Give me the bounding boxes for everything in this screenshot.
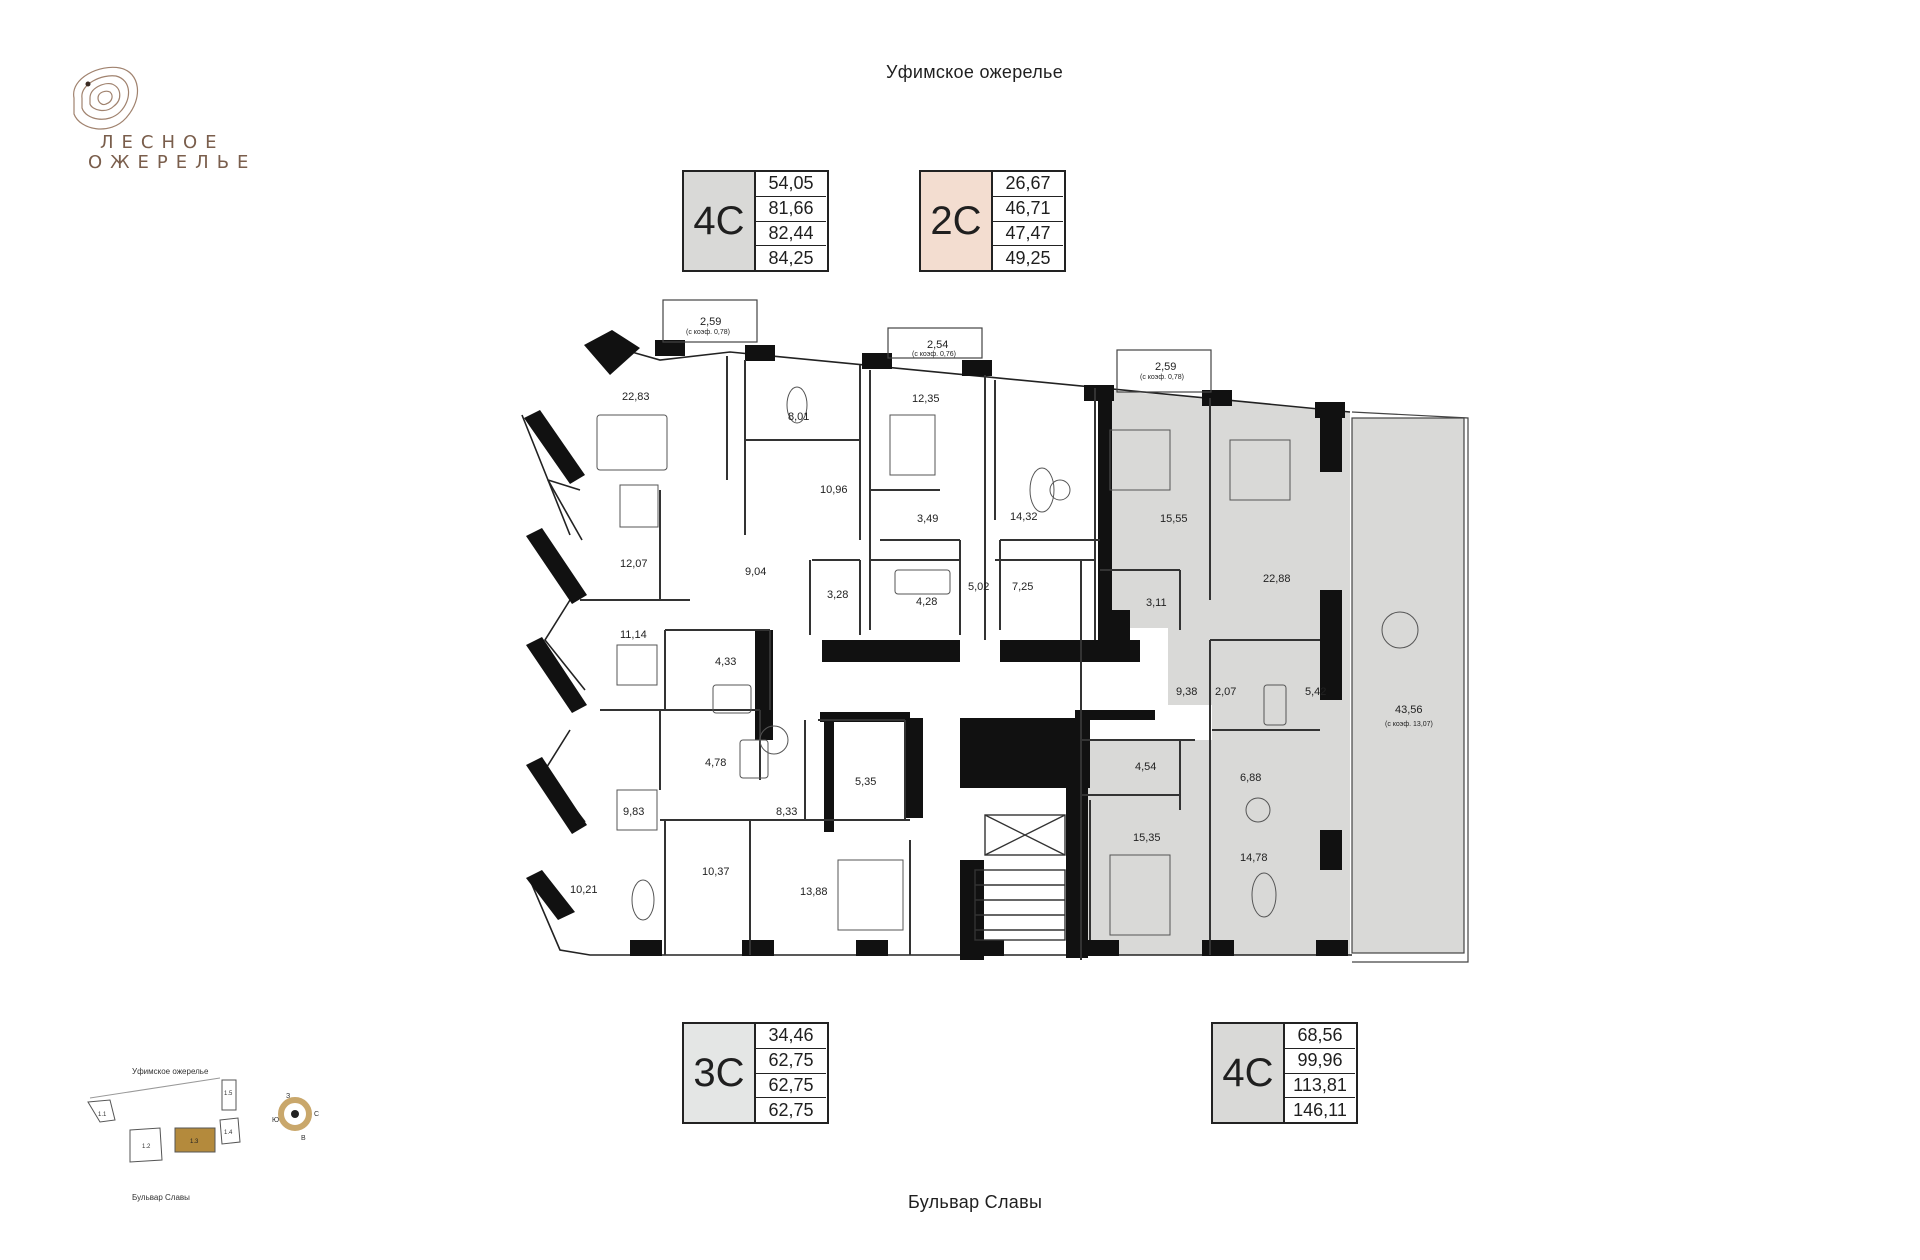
street-label-bottom: Бульвар Славы: [908, 1192, 1043, 1212]
apartment-area: 49,25: [1005, 247, 1051, 268]
room-label: 3,49: [917, 513, 938, 525]
room-label: 9,83: [623, 806, 644, 818]
apartment-card-4c-bottom[interactable]: 4С 68,56 99,96 113,81 146,11: [1211, 1022, 1358, 1124]
room-label: 10,21: [570, 884, 598, 896]
room-label: 15,35: [1133, 832, 1161, 844]
keymap-section: 1.2: [142, 1144, 151, 1150]
balcony[interactable]: [662, 299, 1212, 393]
apartment-card-3c[interactable]: 3С 34,46 62,75 62,75 62,75: [682, 1022, 829, 1124]
room-label: 6,88: [1240, 772, 1261, 784]
room-label: 4,33: [715, 656, 736, 668]
room-label: 15,55: [1160, 513, 1188, 525]
apartment-card-2c[interactable]: 2С 26,67 46,71 47,47 49,25: [919, 170, 1066, 272]
room-label: 10,37: [702, 866, 730, 878]
room-label: 14,78: [1240, 852, 1268, 864]
room-label: 5,02: [968, 581, 989, 593]
apartment-card-4c-top[interactable]: 4С 54,05 81,66 82,44 84,25: [682, 170, 829, 272]
balcony-label: 2,59: [1155, 361, 1176, 373]
room-label: 8,01: [788, 411, 809, 423]
room-label: 11,14: [620, 629, 647, 641]
keymap-street-bottom: Бульвар Славы: [132, 1193, 190, 1202]
site-keymap: Уфимское ожерелье 1.1 1.2 1.3 1.4 1.5 Бу…: [87, 1067, 319, 1202]
street-label-top: Уфимское ожерелье: [886, 62, 1064, 82]
apartment-area: 34,46: [756, 1024, 826, 1049]
room-label: 12,35: [912, 393, 940, 405]
keymap-section: 1.1: [98, 1112, 107, 1118]
room-label: 4,28: [916, 596, 937, 608]
apartment-code: 2С: [921, 172, 993, 270]
apartment-area: 62,75: [756, 1049, 826, 1074]
room-label: 5,35: [855, 776, 876, 788]
balcony-label: 2,59: [700, 316, 721, 328]
room-label: 3,28: [827, 589, 848, 601]
balcony-coef: (с коэф. 0,78): [1140, 374, 1184, 381]
compass-letter: С: [314, 1111, 319, 1118]
balcony-coef: (с коэф. 0,76): [912, 351, 956, 358]
lift-core: [974, 814, 1066, 941]
keymap-street-top: Уфимское ожерелье: [132, 1067, 209, 1076]
apartment-area: 146,11: [1293, 1099, 1347, 1120]
apartment-area: 68,56: [1285, 1024, 1355, 1049]
room-label: 4,54: [1135, 761, 1156, 773]
room-label: 12,07: [620, 558, 648, 570]
keymap-section-current: 1.3: [190, 1139, 199, 1145]
room-label: 10,96: [820, 484, 848, 496]
compass-letter: З: [286, 1093, 290, 1100]
terrace[interactable]: [1351, 417, 1465, 954]
structural-walls: [524, 330, 1348, 960]
apartment-fill-4c-right[interactable]: [1082, 390, 1350, 955]
logo-contour-icon: [73, 66, 139, 130]
room-label: 9,04: [745, 566, 766, 578]
apartment-area: 113,81: [1285, 1074, 1355, 1099]
apartment-code: 4С: [684, 172, 756, 270]
room-label: 9,38: [1176, 686, 1197, 698]
apartment-area: 62,75: [768, 1099, 814, 1120]
room-label: 7,25: [1012, 581, 1033, 593]
room-label: 5,42: [1305, 686, 1326, 698]
logo-word-2: ОЖЕРЕЛЬЕ: [88, 152, 257, 173]
terrace-outline: [1351, 411, 1469, 963]
terrace-coef: (с коэф. 13,07): [1385, 721, 1433, 728]
room-label: 22,88: [1263, 573, 1291, 585]
compass-letter: В: [301, 1135, 306, 1142]
apartment-area: 84,25: [768, 247, 814, 268]
logo-word-1: ЛЕСНОЕ: [100, 132, 225, 153]
balcony-label: 2,54: [927, 339, 948, 351]
keymap-section: 1.5: [224, 1091, 233, 1097]
compass-letter: Ю: [272, 1117, 279, 1124]
room-label: 8,33: [776, 806, 797, 818]
apartment-area: 81,66: [756, 197, 826, 222]
room-label: 43,56: [1395, 704, 1423, 716]
room-label: 3,11: [1146, 597, 1167, 609]
compass-icon: З С Ю В: [272, 1093, 319, 1142]
room-labels: 22,83 8,01 12,35 14,32 10,96 3,49 12,07 …: [570, 316, 1433, 898]
apartment-code: 4С: [1213, 1024, 1285, 1122]
room-label: 13,88: [800, 886, 828, 898]
apartment-area: 26,67: [993, 172, 1063, 197]
apartment-area: 46,71: [993, 197, 1063, 222]
interior-walls: [580, 356, 1320, 960]
room-label: 22,83: [622, 391, 650, 403]
apartment-area: 47,47: [993, 222, 1063, 247]
apartment-area: 99,96: [1285, 1049, 1355, 1074]
keymap-section: 1.4: [224, 1130, 233, 1136]
furniture: [596, 386, 1419, 936]
apartment-area: 82,44: [756, 222, 826, 247]
room-label: 2,07: [1215, 686, 1236, 698]
apartment-area: 62,75: [756, 1074, 826, 1099]
logo: ЛЕСНОЕ ОЖЕРЕЛЬЕ: [60, 58, 300, 188]
room-label: 4,78: [705, 757, 726, 769]
room-label: 14,32: [1010, 511, 1038, 523]
apartment-code: 3С: [684, 1024, 756, 1122]
apartment-area: 54,05: [756, 172, 826, 197]
balcony-coef: (с коэф. 0,78): [686, 329, 730, 336]
